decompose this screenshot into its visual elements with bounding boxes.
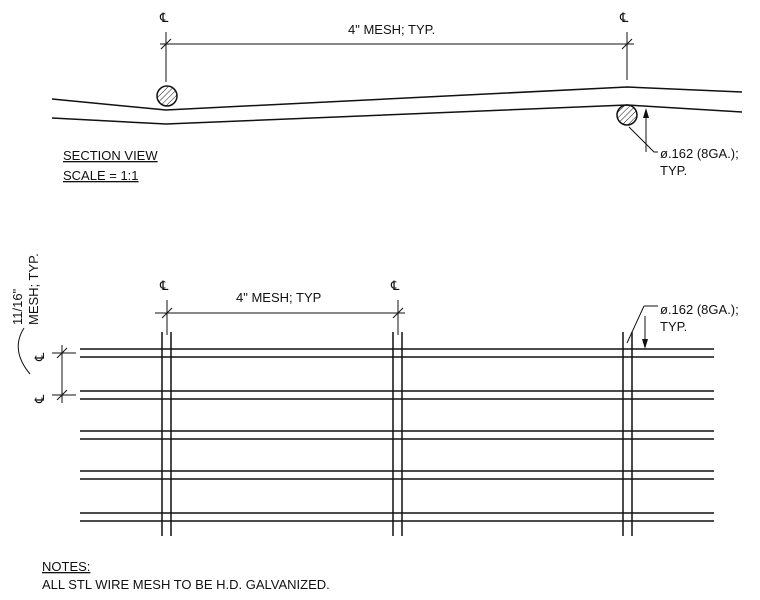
section-view-scale: SCALE = 1:1	[63, 168, 139, 183]
plan-wire-callout-line2: TYP.	[660, 319, 687, 334]
section-view: ℄ ℄ 4" MESH; TYP. ø.162 (8GA.); TYP. SEC…	[51, 10, 743, 183]
plan-centerline-middle: ℄	[390, 278, 400, 293]
spacing-tick-upper	[56, 347, 68, 359]
spacing-centerline-lower: ℄	[32, 394, 47, 404]
plan-cross-wires	[161, 332, 633, 536]
section-dim-tick-left	[160, 38, 172, 50]
section-cross-wire-left	[156, 85, 178, 107]
spacing-label-line1: 11/16"	[10, 288, 25, 325]
section-cross-wire-right	[616, 104, 638, 126]
section-centerline-right: ℄	[619, 10, 629, 25]
section-wire-top-edge	[51, 86, 743, 111]
notes-heading: NOTES:	[42, 559, 90, 574]
spacing-tick-lower	[56, 389, 68, 401]
notes-line-1: ALL STL WIRE MESH TO BE H.D. GALVANIZED.	[42, 577, 330, 592]
section-dim-tick-right	[621, 38, 633, 50]
section-wire-callout-line1: ø.162 (8GA.);	[660, 146, 739, 161]
spacing-centerline-upper: ℄	[32, 352, 47, 362]
section-callout-leader	[628, 126, 658, 153]
plan-callout-arrowhead	[642, 339, 648, 349]
spacing-label-leader	[17, 327, 31, 375]
notes-block: NOTES: ALL STL WIRE MESH TO BE H.D. GALV…	[42, 559, 330, 592]
plan-view: ℄ ℄ 4" MESH; TYP	[10, 253, 739, 536]
section-centerline-left: ℄	[159, 10, 169, 25]
spacing-label-line2: MESH; TYP.	[26, 253, 41, 325]
plan-mesh-dimension-label: 4" MESH; TYP	[236, 290, 321, 305]
section-wire-bottom-edge	[51, 104, 743, 125]
plan-centerline-left: ℄	[159, 278, 169, 293]
plan-wire-callout-line1: ø.162 (8GA.);	[660, 302, 739, 317]
plan-callout-leader	[626, 305, 645, 344]
section-mesh-dimension-label: 4" MESH; TYP.	[348, 22, 435, 37]
section-view-title: SECTION VIEW	[63, 148, 158, 163]
plan-longitudinal-wires	[80, 348, 714, 522]
section-callout-arrowhead	[643, 108, 649, 118]
section-wire-callout-line2: TYP.	[660, 163, 687, 178]
